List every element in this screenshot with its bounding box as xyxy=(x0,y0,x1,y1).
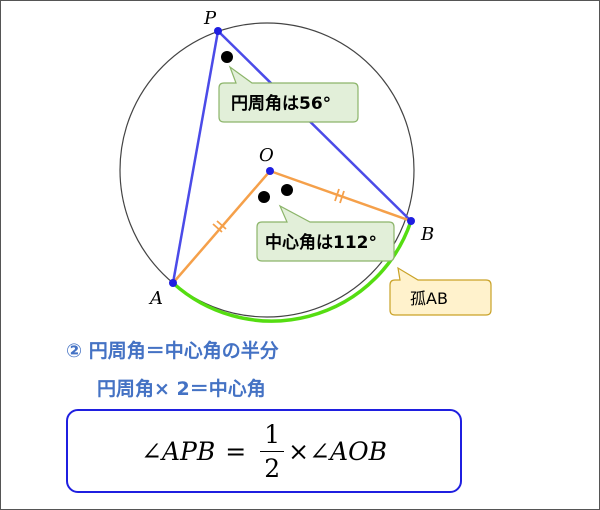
heading-rule: ② 円周角＝中心角の半分 xyxy=(66,340,279,362)
circle xyxy=(119,22,415,318)
fraction-half: 1 2 xyxy=(260,422,285,483)
tick-oa-1 xyxy=(212,223,223,233)
label-o: O xyxy=(259,145,274,166)
tick-oa-2 xyxy=(216,220,227,230)
point-p xyxy=(214,27,222,35)
heading-rule-restated: 円周角× 2＝中心角 xyxy=(97,378,266,400)
formula-rhs: AOB xyxy=(330,436,387,466)
angle-mark-o-2 xyxy=(281,184,293,196)
formula: ∠ APB = 1 2 × ∠ AOB xyxy=(68,411,460,491)
line-pb xyxy=(217,30,412,222)
callout-inscribed-text: 円周角は56° xyxy=(231,93,331,114)
label-a: A xyxy=(148,288,163,309)
point-o xyxy=(266,167,274,175)
tick-ob-2 xyxy=(339,190,345,204)
line-pa xyxy=(171,30,220,284)
tick-ob-1 xyxy=(334,188,340,202)
callout-central xyxy=(256,204,395,262)
callout-central-text: 中心角は112° xyxy=(265,232,377,253)
formula-lhs: APB xyxy=(162,436,216,466)
label-p: P xyxy=(203,8,217,29)
formula-times: × xyxy=(288,436,310,466)
point-a xyxy=(169,279,177,287)
angle-mark-p xyxy=(221,51,233,63)
point-b xyxy=(407,217,415,225)
radius-ob xyxy=(269,169,412,223)
label-b: B xyxy=(420,224,434,245)
fraction-numerator: 1 xyxy=(260,422,285,452)
callout-arc xyxy=(389,266,492,316)
callout-inscribed xyxy=(218,65,359,123)
angle-sign-rhs: ∠ xyxy=(309,436,331,466)
formula-box: ∠ APB = 1 2 × ∠ AOB xyxy=(66,409,462,493)
angle-sign-lhs: ∠ xyxy=(141,436,162,466)
angle-mark-o-1 xyxy=(258,191,270,203)
fraction-denominator: 2 xyxy=(264,453,281,483)
callout-arc-text: 孤AB xyxy=(410,289,448,308)
formula-equals: = xyxy=(225,436,247,466)
radius-oa xyxy=(172,170,271,284)
